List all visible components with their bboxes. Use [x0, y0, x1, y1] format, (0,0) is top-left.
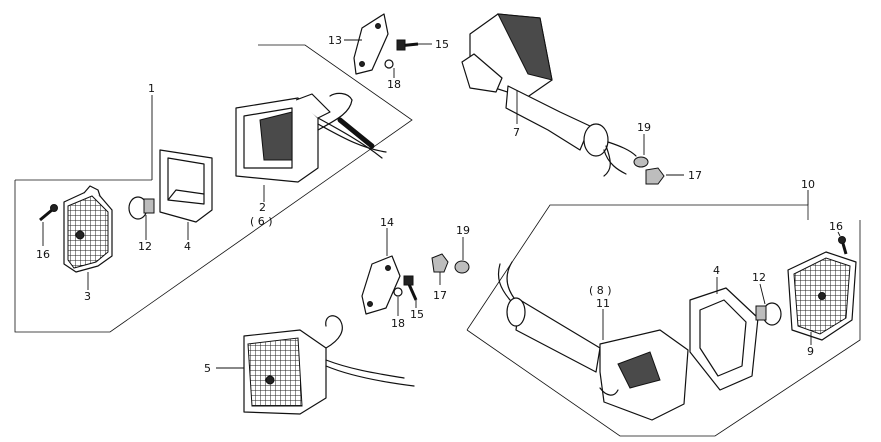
rim-part-4b	[689, 287, 759, 391]
callout-18b: 18	[391, 317, 405, 330]
callout-1: 1	[148, 82, 155, 95]
callout-17b: 17	[433, 289, 447, 302]
callout-2: 2	[259, 201, 266, 214]
callout-4b: 4	[713, 264, 720, 277]
callout-3: 3	[84, 290, 91, 303]
callout-12a: 12	[138, 240, 152, 253]
light-part-5	[243, 315, 415, 415]
lens-part-9	[787, 251, 857, 341]
washer-part-18b	[393, 287, 403, 297]
callout-labels: 1 2 ( 6 ) 3 4 12 16 13 15 18 7 19 17 14 …	[36, 34, 843, 375]
bracket-part-13	[353, 13, 389, 75]
callout-18a: 18	[387, 78, 401, 91]
callout-10: 10	[801, 178, 815, 191]
body-part-2	[235, 92, 387, 183]
callout-7: 7	[513, 126, 520, 139]
nut-part-17a	[645, 167, 665, 185]
washer-part-18a	[384, 59, 394, 69]
signal-arm-part-7	[461, 13, 637, 177]
callout-19a: 19	[637, 121, 651, 134]
callout-16b: 16	[829, 220, 843, 233]
leader-lines	[42, 39, 841, 369]
assembly-outline-1	[14, 44, 413, 333]
callout-4a: 4	[184, 240, 191, 253]
callout-13: 13	[328, 34, 342, 47]
bolt-part-15a	[396, 39, 419, 51]
callout-15a: 15	[435, 38, 449, 51]
lens-part-3	[63, 185, 113, 273]
assembly-outline-10	[466, 204, 861, 437]
callout-15b: 15	[410, 308, 424, 321]
screw-part-16b	[838, 236, 848, 255]
signal-arm-part-11	[497, 261, 689, 421]
bulb-part-12a	[128, 196, 155, 220]
callout-6: ( 6 )	[250, 215, 273, 228]
screw-part-16a	[39, 204, 58, 222]
bulb-part-12b	[755, 302, 782, 326]
callout-8: ( 8 )	[589, 284, 612, 297]
callout-19b: 19	[456, 224, 470, 237]
washer-part-19b	[454, 260, 470, 274]
nut-part-17b	[431, 253, 449, 273]
callout-14: 14	[380, 216, 394, 229]
callout-12b: 12	[752, 271, 766, 284]
callout-9: 9	[807, 345, 814, 358]
bracket-part-14	[361, 255, 401, 315]
callout-11: 11	[596, 297, 610, 310]
washer-part-19a	[633, 156, 649, 168]
callout-17a: 17	[688, 169, 702, 182]
callout-16a: 16	[36, 248, 50, 261]
rim-part-4a	[159, 149, 213, 223]
bolt-part-15b	[403, 275, 418, 301]
callout-5: 5	[204, 362, 211, 375]
